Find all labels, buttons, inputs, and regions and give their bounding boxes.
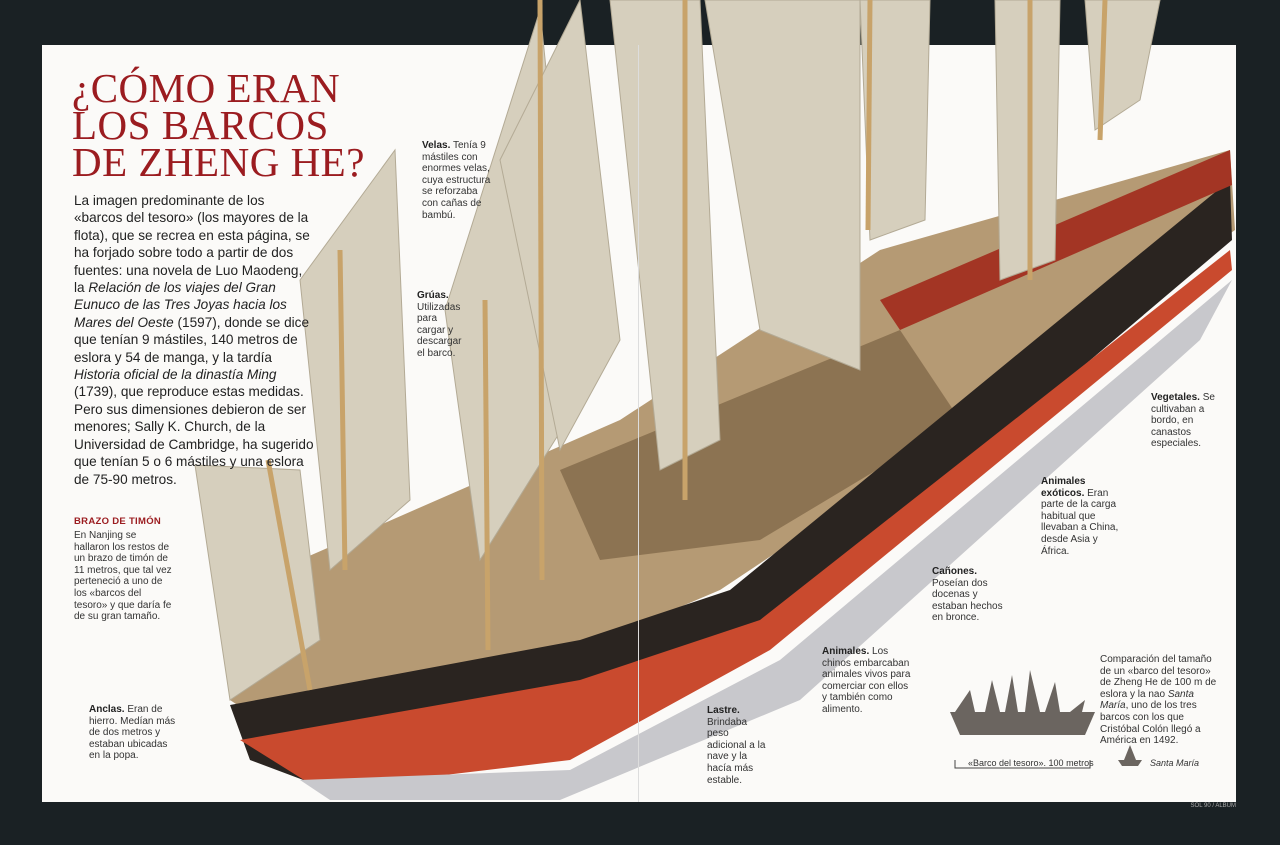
- caption-text: Se cultivaban a bordo, en canastos espec…: [1151, 392, 1215, 450]
- caption-anclas: Anclas. Eran de hierro. Medían más de do…: [89, 704, 181, 762]
- intro-text: (1597), donde se dice que tenían 9 másti…: [74, 314, 310, 365]
- folio: SOL 90 / ALBUM: [1190, 803, 1236, 809]
- caption-bold: Animales.: [822, 646, 870, 657]
- ship-sails: [194, 0, 1161, 701]
- scale-label: «Barco del tesoro». 100 metros: [968, 758, 1094, 768]
- sidebar-text: En Nanjing se hallaron los restos de un …: [74, 530, 172, 623]
- caption-bold: Anclas.: [89, 704, 125, 715]
- caption-vegetales: Vegetales. Se cultivaban a bordo, en can…: [1151, 392, 1216, 450]
- intro-text: La imagen predominante de los «barcos de…: [74, 193, 310, 296]
- caption-text: Brindaba peso adicional a la nave y la h…: [707, 716, 766, 786]
- ship-masts: [265, 0, 1108, 691]
- ship-deck: [230, 150, 1235, 760]
- caption-text: Eran parte de la carga habitual que llev…: [1041, 487, 1119, 557]
- caption-bold: Velas.: [422, 140, 451, 151]
- caption-bold: Lastre.: [707, 705, 740, 716]
- caption-bold: Cañones.: [932, 566, 978, 577]
- caption-text: Poseían dos docenas y estaban hechos en …: [932, 577, 1003, 624]
- title-line: DE ZHENG HE?: [72, 139, 365, 185]
- comparison-text: Comparación del tamaño de un «barco del …: [1100, 654, 1218, 747]
- caption-text: Los chinos embarcaban animales vivos par…: [822, 646, 911, 715]
- caption-canones: Cañones. Poseían dos docenas y estaban h…: [932, 566, 1004, 624]
- title-line: LOS BARCOS: [72, 102, 329, 148]
- caption-italic: Santa María: [1100, 688, 1194, 712]
- santa-maria-label: Santa María: [1150, 758, 1200, 768]
- title-line: ¿CÓMO ERAN: [72, 65, 341, 111]
- caption-gruas: Grúas. Utilizadas para cargar y descarga…: [417, 290, 467, 360]
- caption-text: Utilizadas para cargar y descargar el ba…: [417, 301, 462, 359]
- caption-bold: Vegetales.: [1151, 392, 1200, 403]
- caption-velas: Velas. Tenía 9 mástiles con enormes vela…: [422, 140, 494, 221]
- caption-text: Eran de hierro. Medían más de dos metros…: [89, 704, 176, 762]
- caption-text: , uno de los tres barcos con los que Cri…: [1100, 700, 1201, 747]
- ship-hull: [230, 150, 1232, 800]
- intro-paragraph: La imagen predominante de los «barcos de…: [74, 192, 314, 488]
- comparison-silhouette: [950, 670, 1142, 766]
- caption-bold: Animales exóticos.: [1041, 476, 1086, 499]
- sidebar-heading: BRAZO DE TIMÓN: [74, 516, 162, 527]
- caption-animales-exoticos: Animales exóticos. Eran parte de la carg…: [1041, 476, 1123, 557]
- caption-animales: Animales. Los chinos embarcaban animales…: [822, 646, 914, 716]
- intro-italic: Historia oficial de la dinastía Ming: [74, 367, 277, 383]
- caption-lastre: Lastre. Brindaba peso adicional a la nav…: [707, 705, 769, 786]
- caption-text: Comparación del tamaño de un «barco del …: [1100, 654, 1217, 700]
- intro-italic: Relación de los viajes del Gran Eunuco d…: [74, 280, 287, 330]
- page-fold: [638, 45, 639, 802]
- caption-bold: Grúas.: [417, 290, 449, 301]
- scale-bar: [954, 760, 1091, 769]
- intro-text: (1739), que reproduce estas medidas. Per…: [74, 384, 314, 487]
- caption-text: Tenía 9 mástiles con enormes velas, cuya…: [422, 140, 491, 221]
- page-title: ¿CÓMO ERAN LOS BARCOS DE ZHENG HE?: [72, 65, 365, 185]
